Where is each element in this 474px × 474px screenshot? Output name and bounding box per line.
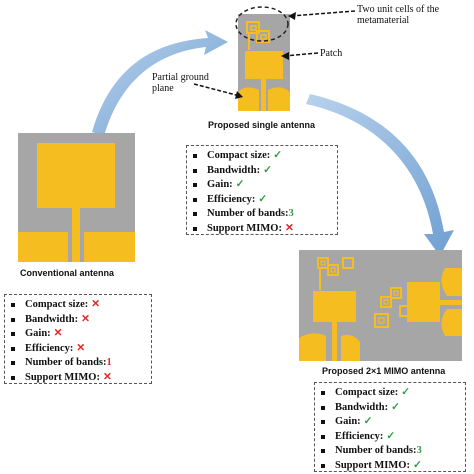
bands-value: 1 (106, 357, 112, 368)
list-item: Gain:✓ (315, 415, 465, 430)
proposed-mimo-antenna (299, 250, 462, 361)
list-item: Number of bands:3 (315, 444, 465, 459)
unit-cells-highlight (235, 6, 289, 42)
mimo-features-box: Compact size:✓ Bandwidth:✓ Gain:✓ Effici… (314, 382, 466, 472)
cross-icon: ✕ (76, 342, 86, 354)
list-item: Gain:✕ (5, 327, 151, 342)
arrow-single-to-mimo (306, 94, 454, 256)
leader-arrows (193, 10, 356, 97)
bands-value: 3 (288, 208, 294, 219)
check-icon: ✓ (273, 150, 283, 161)
label-patch: Patch (320, 48, 343, 59)
list-item: Number of bands:3 (187, 207, 337, 222)
caption-proposed-single: Proposed single antenna (208, 120, 316, 130)
arrow-conventional-to-single (92, 30, 228, 136)
list-item: Efficiency:✕ (5, 342, 151, 357)
single-features-list: Compact size:✓ Bandwidth:✓ Gain:✓ Effici… (187, 146, 337, 236)
label-partial-ground: Partial ground plane (152, 72, 209, 94)
list-item: Support MIMO:✕ (187, 222, 337, 237)
conventional-features-list: Compact size:✕ Bandwidth:✕ Gain:✕ Effici… (5, 295, 151, 385)
cross-icon: ✕ (102, 371, 112, 383)
caption-conventional: Conventional antenna (20, 268, 115, 278)
cross-icon: ✕ (81, 313, 90, 325)
cross-icon: ✕ (91, 299, 101, 310)
list-item: Compact size:✕ (5, 298, 151, 313)
list-item: Bandwidth:✓ (187, 164, 337, 179)
label-unit-cells: Two unit cells of the metamaterial (357, 4, 440, 26)
list-item: Number of bands:1 (5, 356, 151, 371)
check-icon: ✓ (401, 387, 411, 398)
check-icon: ✓ (412, 459, 422, 471)
list-item: Compact size:✓ (315, 386, 465, 401)
list-item: Support MIMO:✓ (315, 459, 465, 474)
list-item: Efficiency:✓ (187, 193, 337, 208)
check-icon: ✓ (258, 193, 268, 205)
check-icon: ✓ (386, 430, 396, 442)
mimo-features-list: Compact size:✓ Bandwidth:✓ Gain:✓ Effici… (315, 383, 465, 473)
single-features-box: Compact size:✓ Bandwidth:✓ Gain:✓ Effici… (186, 145, 338, 235)
list-item: Efficiency:✓ (315, 430, 465, 445)
bands-value: 3 (416, 445, 422, 456)
list-item: Bandwidth:✕ (5, 313, 151, 328)
list-item: Compact size:✓ (187, 149, 337, 164)
list-item: Gain:✓ (187, 178, 337, 193)
check-icon: ✓ (263, 164, 272, 176)
check-icon: ✓ (391, 401, 400, 413)
list-item: Support MIMO:✕ (5, 371, 151, 386)
check-icon: ✓ (363, 416, 373, 427)
cross-icon: ✕ (284, 222, 294, 234)
check-icon: ✓ (235, 179, 245, 190)
cross-icon: ✕ (53, 328, 63, 339)
leader-arrowheads (235, 12, 296, 99)
proposed-single-antenna (235, 6, 290, 111)
conventional-antenna (18, 133, 135, 262)
list-item: Bandwidth:✓ (315, 401, 465, 416)
conventional-features-box: Compact size:✕ Bandwidth:✕ Gain:✕ Effici… (4, 294, 152, 384)
caption-proposed-mimo: Proposed 2×1 MIMO antenna (322, 366, 446, 376)
